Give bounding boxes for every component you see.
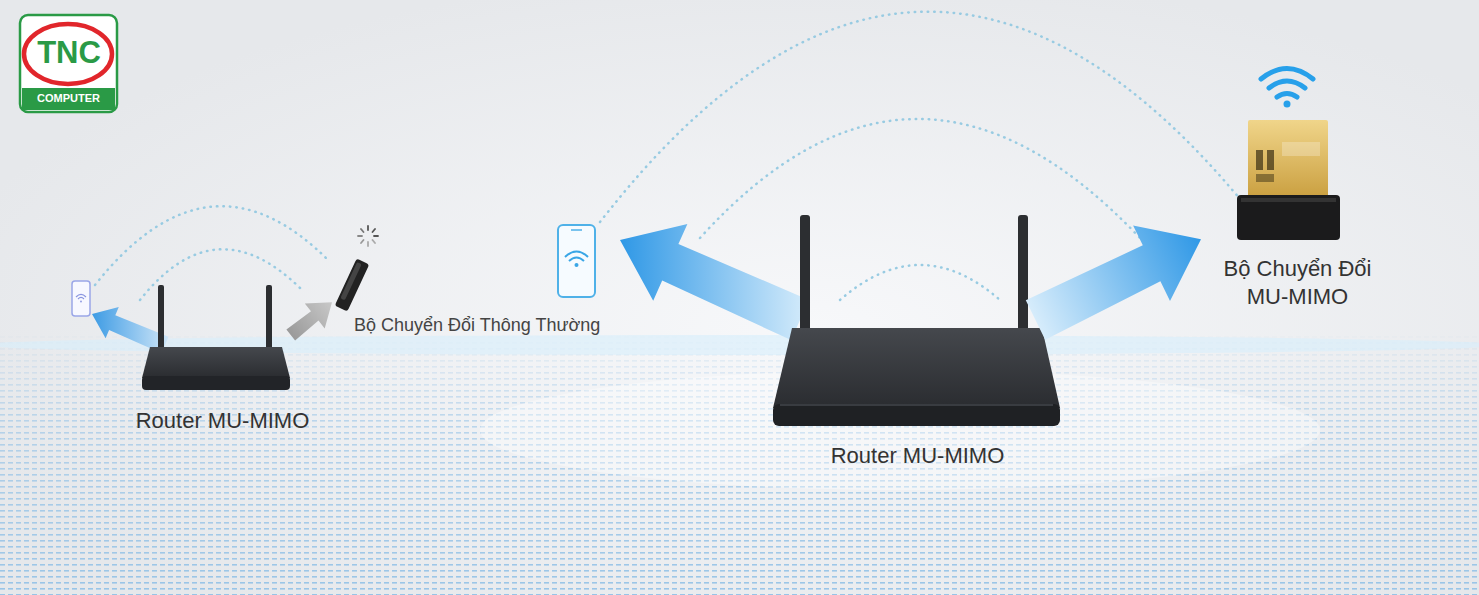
router-illustration xyxy=(142,285,290,390)
device-label: Bộ Chuyển Đổi MU-MIMO xyxy=(1201,255,1394,312)
device-node: Bộ Chuyển Đổi Thông Thường xyxy=(332,250,608,345)
phone-icon xyxy=(558,225,595,297)
device-node: Router MU-MIMO xyxy=(770,320,1065,475)
loading-spinner xyxy=(358,226,378,246)
signal-arrow xyxy=(92,307,169,353)
phone-icon xyxy=(72,281,90,316)
device-label: Bộ Chuyển Đổi Thông Thường xyxy=(354,314,600,337)
logo-text: TNC xyxy=(24,36,114,70)
logo xyxy=(20,15,117,112)
usb-adapter xyxy=(1237,120,1340,240)
router-illustration xyxy=(773,215,1060,426)
usb-adapter xyxy=(335,258,370,311)
device-label: Router MU-MIMO xyxy=(831,442,1005,471)
wifi-icon xyxy=(1261,69,1313,98)
device-label: Router MU-MIMO xyxy=(136,407,310,436)
signal-arrow xyxy=(1026,226,1201,340)
signal-arrow xyxy=(286,302,332,340)
logo-subtext: COMPUTER xyxy=(22,92,115,104)
device-node: Bộ Chuyển Đổi MU-MIMO xyxy=(1201,110,1394,315)
device-node: Router MU-MIMO xyxy=(125,335,320,440)
signal-arrow xyxy=(620,224,809,340)
